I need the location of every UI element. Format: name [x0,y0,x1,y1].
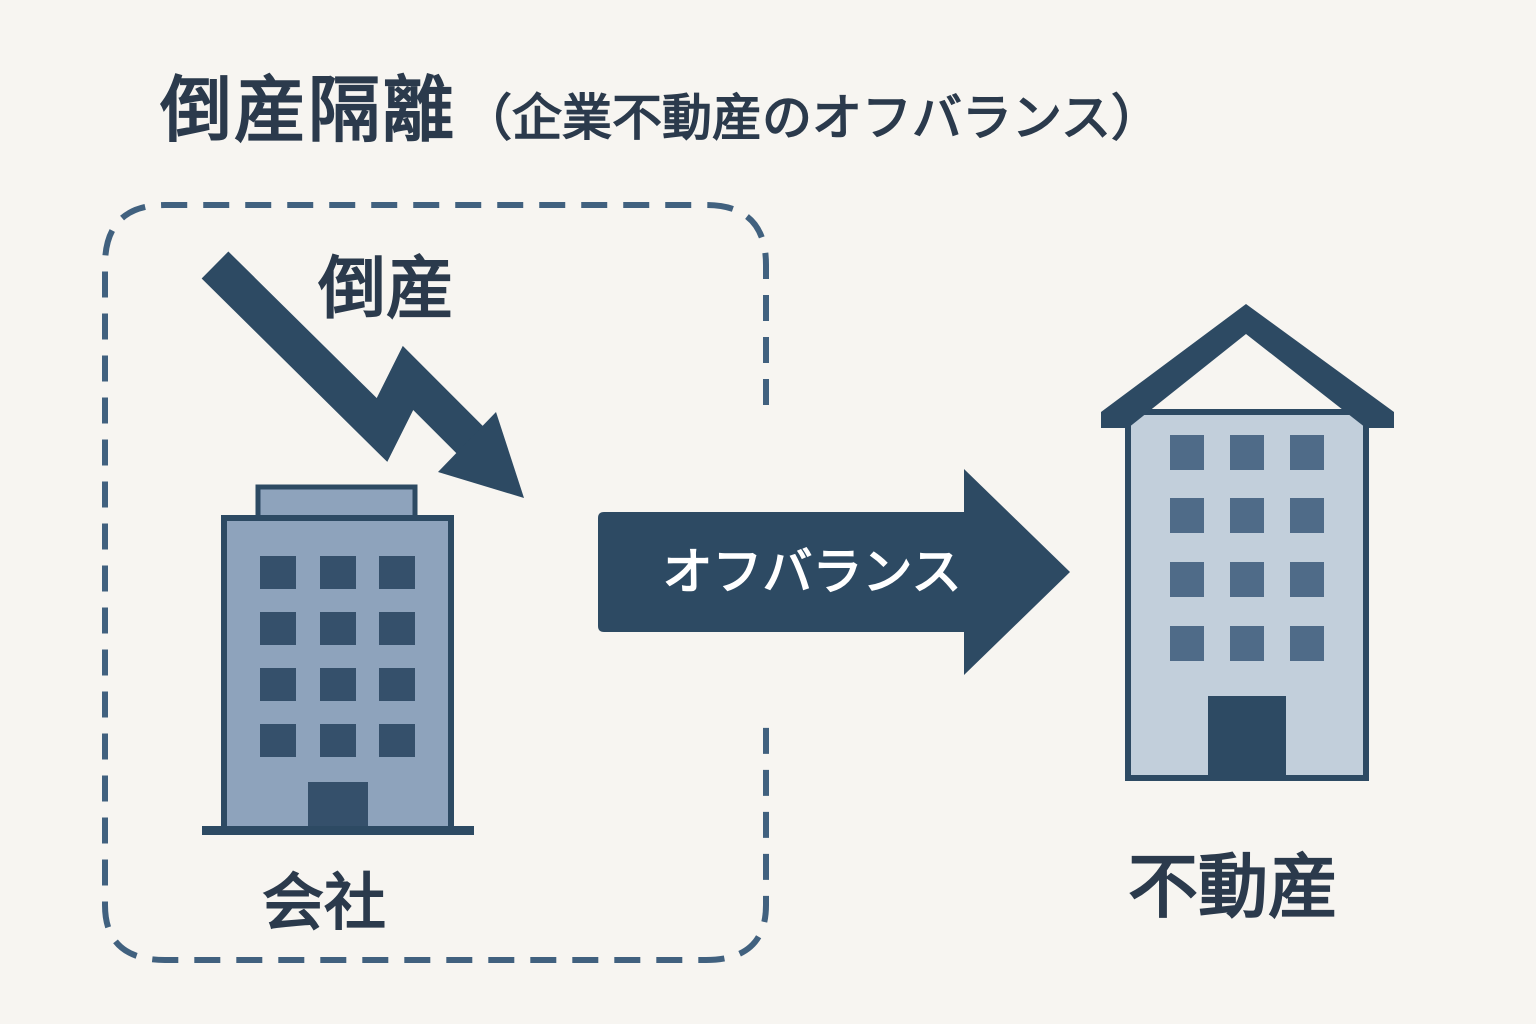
page-title-main: 倒産隔離 [160,68,457,152]
real-estate-label: 不動産 [1128,846,1338,928]
offbalance-label: オフバランス [662,543,962,601]
real-estate-building-door [1208,696,1286,778]
real-estate-building-windows [1170,435,1324,661]
zigzag-down-arrow-icon [201,251,524,498]
company-building-door [308,782,368,830]
house-building-icon [1101,304,1394,781]
company-building-windows [260,556,415,757]
page-title-subtitle: （企業不動産のオフバランス） [462,89,1162,147]
company-building-ground [202,826,474,835]
company-boundary-dashed [102,202,769,963]
office-building-icon [202,484,474,835]
bankruptcy-label: 倒産 [318,250,455,329]
page-title: 倒産隔離（企業不動産のオフバランス） [160,62,1161,158]
right-arrow-icon [598,469,1070,675]
company-label: 会社 [262,866,387,939]
